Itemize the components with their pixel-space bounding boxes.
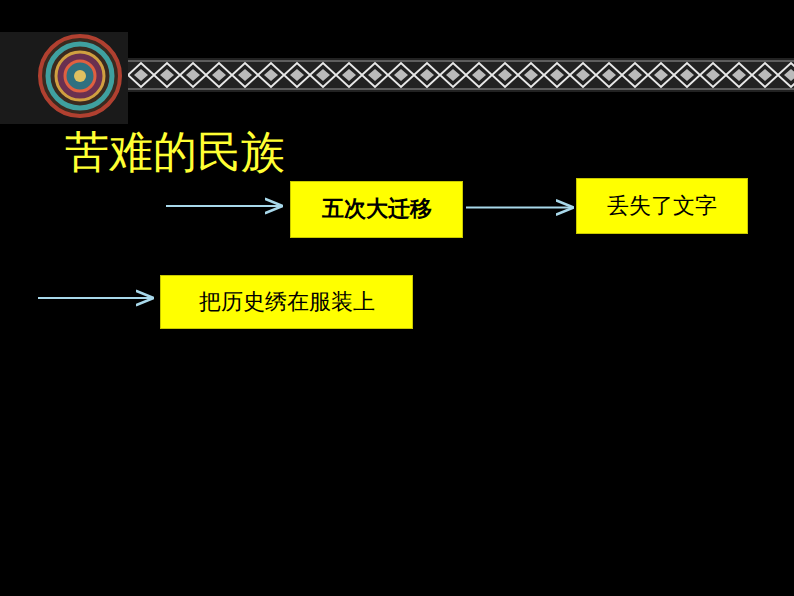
box-label: 丢失了文字 xyxy=(607,193,717,219)
flow-arrow xyxy=(466,207,572,209)
process-box: 五次大迁移 xyxy=(290,181,463,238)
ornament-band xyxy=(128,58,794,92)
emblem-ground xyxy=(0,32,128,124)
lead-arrow xyxy=(38,297,152,299)
slide-title: 苦难的民族 xyxy=(65,128,285,176)
process-box: 丢失了文字 xyxy=(576,178,748,234)
box-label: 把历史绣在服装上 xyxy=(199,289,375,315)
box-label: 五次大迁移 xyxy=(322,196,432,222)
lead-arrow xyxy=(166,205,281,207)
emblem xyxy=(40,36,120,116)
process-box: 把历史绣在服装上 xyxy=(160,275,413,329)
